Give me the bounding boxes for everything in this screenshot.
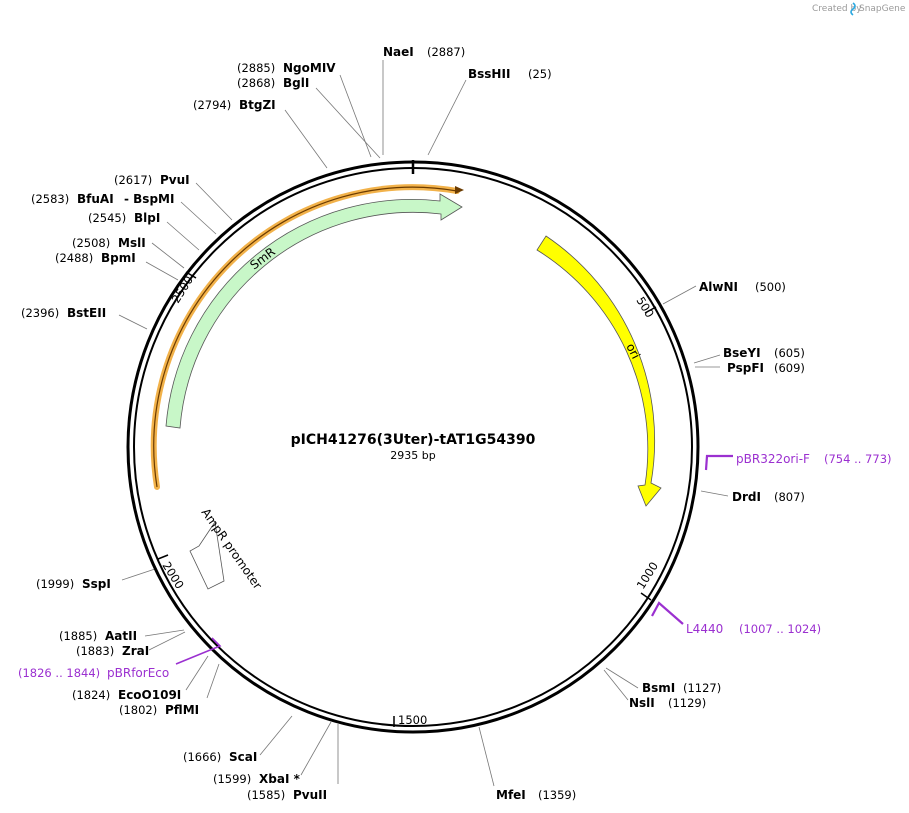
- site-label-bpmi: BpmI: [101, 251, 136, 265]
- site-label-bsteii: BstEII: [67, 306, 106, 320]
- primer-range-l4440: (1007 .. 1024): [739, 622, 821, 636]
- site-pos-pvui: (2617): [114, 173, 152, 187]
- site-pos-scai: (1666): [183, 750, 221, 764]
- site-label-pspfi: PspFI: [727, 361, 764, 375]
- site-pos-alwni: (500): [755, 280, 786, 294]
- credit-brand: SnapGene: [859, 4, 906, 14]
- tick-mark-2000: [157, 554, 169, 560]
- plasmid-length: 2935 bp: [390, 449, 435, 462]
- site-pos-aatii: (1885): [59, 629, 97, 643]
- primer-labels: pBR322ori-F (754 .. 773) L4440 (1007 .. …: [18, 452, 892, 680]
- site-label-bseyi: BseYI: [723, 346, 761, 360]
- tick-mark-500: [644, 306, 657, 314]
- site-label-ngomiv: NgoMIV: [283, 61, 336, 75]
- site-label-pvui: PvuI: [160, 173, 190, 187]
- site-label-zrai: ZraI: [122, 644, 149, 658]
- site-label-msli: MslI: [118, 236, 146, 250]
- site-pos-btgzi: (2794): [193, 98, 231, 112]
- site-label-bfuai: BfuAI: [77, 192, 114, 206]
- primer-range-pbr322ori-f: (754 .. 773): [824, 452, 892, 466]
- primer-mark-pbr322ori-f: [704, 454, 733, 471]
- site-pos-pspfi: (609): [774, 361, 805, 375]
- primer-label-pbr322ori-f: pBR322ori-F: [736, 452, 810, 466]
- site-pos-sspi: (1999): [36, 577, 74, 591]
- site-label-pvuii: PvuII: [293, 788, 327, 802]
- primer-label-pbrforeco: pBRforEco: [107, 666, 169, 680]
- ampr-promoter-arrow: [189, 520, 225, 590]
- primer-mark-l4440: [651, 601, 684, 625]
- tick-mark-2500: [185, 271, 197, 279]
- site-label-nsli: NslI: [629, 696, 655, 710]
- site-label-mfei: MfeI: [496, 788, 526, 802]
- site-pos-bsteii: (2396): [21, 306, 59, 320]
- tick-mark-1000: [640, 592, 652, 601]
- site-labels: NaeI (2887) BssHII (25) (2885) NgoMIV (2…: [21, 45, 805, 802]
- site-label-bsmi: BsmI: [642, 681, 675, 695]
- tick-500: 500: [633, 294, 657, 320]
- credit-prefix: Created by: [812, 4, 862, 14]
- site-pos-drdi: (807): [774, 490, 805, 504]
- ori-feature-arrow: [536, 235, 662, 507]
- leader-lines: [118, 60, 729, 787]
- site-label-pflmi: PflMI: [165, 703, 199, 717]
- primer-marks: [175, 454, 733, 665]
- site-label-blpi: BlpI: [134, 211, 160, 225]
- site-label-bgli: BglI: [283, 76, 309, 90]
- site-pos-msli: (2508): [72, 236, 110, 250]
- tick-1500: 1500: [398, 713, 427, 727]
- site-pos-naei: (2887): [427, 45, 465, 59]
- snapgene-logo-icon: [850, 2, 856, 16]
- smr-feature-arrow: [165, 193, 463, 429]
- site-pos-pvuii: (1585): [247, 788, 285, 802]
- site-label-bsshii: BssHII: [468, 67, 510, 81]
- site-label-sspi: SspI: [82, 577, 111, 591]
- ori-label: ori: [623, 341, 643, 361]
- primer-range-pbrforeco: (1826 .. 1844): [18, 666, 100, 680]
- site-label-btgzi: BtgZI: [239, 98, 276, 112]
- site-pos-bsshii: (25): [528, 67, 552, 81]
- highlight-arrowhead: [455, 186, 464, 194]
- credit: Created by SnapGene: [812, 2, 906, 16]
- site-label-scai: ScaI: [229, 750, 257, 764]
- site-label-bspmi: - BspMI: [124, 192, 174, 206]
- highlight-arc-line: [153, 186, 458, 488]
- site-pos-bfuai: (2583): [31, 192, 69, 206]
- plasmid-title: pICH41276(3Uter)-tAT1G54390: [291, 432, 536, 448]
- primer-label-l4440: L4440: [686, 622, 723, 636]
- site-pos-bgli: (2868): [237, 76, 275, 90]
- site-pos-xbai: (1599): [213, 772, 251, 786]
- site-pos-nsli: (1129): [668, 696, 706, 710]
- site-pos-ngomiv: (2885): [237, 61, 275, 75]
- primer-mark-pbrforeco: [175, 637, 222, 665]
- site-label-aatii: AatII: [105, 629, 137, 643]
- site-label-alwni: AlwNI: [699, 280, 738, 294]
- site-pos-pflmi: (1802): [119, 703, 157, 717]
- site-pos-bsmi: (1127): [683, 681, 721, 695]
- site-pos-mfei: (1359): [538, 788, 576, 802]
- site-pos-bseyi: (605): [774, 346, 805, 360]
- site-pos-ecoo109i: (1824): [72, 688, 110, 702]
- site-label-xbai: XbaI *: [259, 772, 301, 786]
- site-label-ecoo109i: EcoO109I: [118, 688, 181, 702]
- tick-1000: 1000: [634, 559, 661, 591]
- site-pos-blpi: (2545): [88, 211, 126, 225]
- site-pos-bpmi: (2488): [55, 251, 93, 265]
- ticks: [157, 271, 657, 727]
- site-label-drdi: DrdI: [732, 490, 761, 504]
- site-pos-zrai: (1883): [76, 644, 114, 658]
- site-label-naei: NaeI: [383, 45, 414, 59]
